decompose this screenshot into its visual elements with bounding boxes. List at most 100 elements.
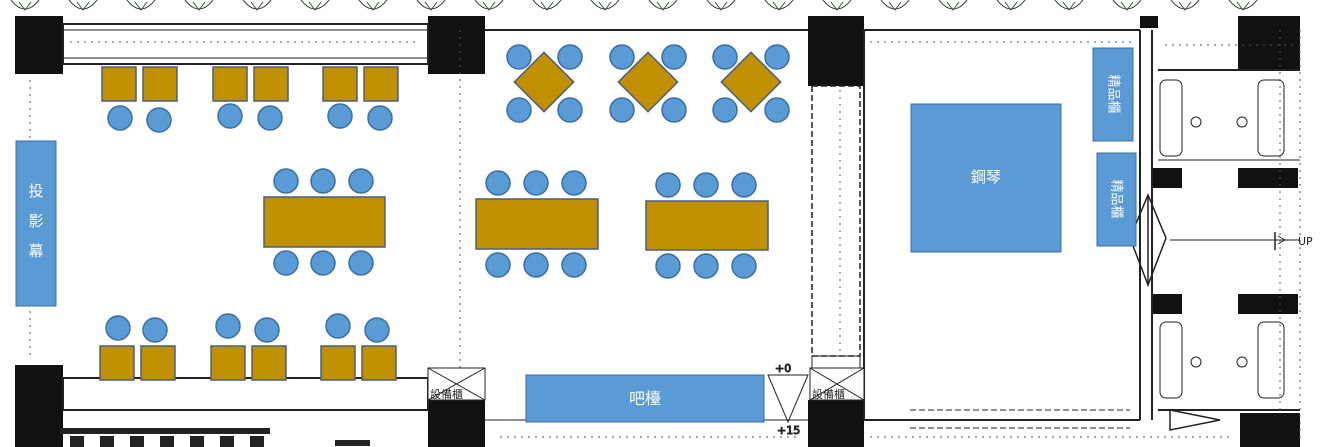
boutique-shelf-2: 精品櫃 <box>1096 152 1137 247</box>
leaf-icon <box>250 1 264 11</box>
chair-bottom-2 <box>142 317 168 343</box>
small-table-top-4 <box>253 66 289 102</box>
chair-long2-1 <box>485 170 511 196</box>
chair-long1-1 <box>273 168 299 194</box>
chair-top-1 <box>107 105 133 131</box>
chair-long2-5 <box>523 252 549 278</box>
small-table-top-3 <box>212 66 248 102</box>
small-table-bottom-3 <box>210 345 246 381</box>
chair-diamond-6 <box>661 44 687 70</box>
small-table-top-5 <box>322 66 358 102</box>
plant-icon <box>358 0 388 10</box>
small-table-top-1 <box>101 66 137 102</box>
long-table-3 <box>645 200 769 251</box>
bar-counter: 吧檯 <box>525 374 765 423</box>
leaf-icon <box>656 1 670 11</box>
leaf-icon <box>1178 1 1192 11</box>
level-plus0: +0 <box>775 362 791 375</box>
equipment-cabinet-1-label: 設備櫃 <box>430 387 463 401</box>
chair-long3-3 <box>731 172 757 198</box>
projection-screen: 投 影 幕 <box>15 140 57 307</box>
leaf-icon <box>888 1 902 11</box>
bottom-fixtures <box>60 428 370 447</box>
corridor <box>811 85 1130 429</box>
chair-bottom-5 <box>325 313 351 339</box>
chair-top-6 <box>367 105 393 131</box>
plant-icon <box>10 0 40 10</box>
chair-long1-4 <box>273 250 299 276</box>
chair-long2-6 <box>561 252 587 278</box>
plant-icon <box>1054 0 1084 10</box>
plant-icon <box>1112 0 1142 10</box>
leaf-icon <box>424 1 438 11</box>
diamond-table-3 <box>720 51 782 113</box>
long-table-2 <box>475 198 599 250</box>
screen-char-1: 投 <box>28 182 43 200</box>
chair-long1-5 <box>310 250 336 276</box>
small-table-top-2 <box>142 66 178 102</box>
chair-top-2 <box>146 107 172 133</box>
leaf-icon <box>482 1 496 11</box>
leaf-icon <box>1062 1 1076 11</box>
leaf-icon <box>830 1 844 11</box>
plant-icon <box>590 0 620 10</box>
chair-long1-2 <box>310 168 336 194</box>
leaf-icon <box>366 1 380 11</box>
leaf-icon <box>308 1 322 11</box>
plant-icon <box>1170 0 1200 10</box>
chairs <box>105 44 790 343</box>
plant-icon <box>764 0 794 10</box>
chair-long3-4 <box>655 253 681 279</box>
chair-diamond-5 <box>609 44 635 70</box>
screen-char-2: 影 <box>28 212 43 230</box>
plant-icon <box>416 0 446 10</box>
screen-char-3: 幕 <box>28 242 43 260</box>
walls <box>15 16 1300 447</box>
leaf-icon <box>134 1 148 11</box>
plant-icon <box>1228 0 1258 10</box>
leaf-icon <box>76 1 90 11</box>
long-table-1 <box>263 196 386 248</box>
plant-icon <box>938 0 968 10</box>
plant-icon <box>996 0 1026 10</box>
leaf-icon <box>540 1 554 11</box>
chair-top-3 <box>217 103 243 129</box>
plant-icon <box>184 0 214 10</box>
ramp: +0 +15 <box>767 362 809 438</box>
small-table-bottom-1 <box>99 345 135 381</box>
chair-diamond-9 <box>712 44 738 70</box>
plant-icon <box>300 0 330 10</box>
small-table-bottom-6 <box>361 345 397 381</box>
plant-icon <box>474 0 504 10</box>
chair-top-4 <box>257 105 283 131</box>
leaf-icon <box>1236 1 1250 11</box>
chair-diamond-12 <box>764 97 790 123</box>
tables <box>99 51 782 381</box>
chair-long2-2 <box>523 170 549 196</box>
plant-icon <box>68 0 98 10</box>
chair-long3-2 <box>693 172 719 198</box>
shelf-1-label: 精品櫃 <box>1106 74 1121 113</box>
chair-bottom-1 <box>105 315 131 341</box>
chair-diamond-1 <box>506 44 532 70</box>
plant-icon <box>822 0 852 10</box>
leaf-icon <box>1120 1 1134 11</box>
chair-long3-6 <box>731 253 757 279</box>
chair-long2-3 <box>561 170 587 196</box>
plant-icon <box>880 0 910 10</box>
chair-diamond-10 <box>764 44 790 70</box>
plant-icon <box>532 0 562 10</box>
leaf-icon <box>946 1 960 11</box>
small-table-bottom-4 <box>251 345 287 381</box>
shelf-2-label: 精品櫃 <box>1109 179 1124 218</box>
chair-top-5 <box>327 103 353 129</box>
chair-long1-3 <box>348 168 374 194</box>
leaf-icon <box>714 1 728 11</box>
leaf-icon <box>772 1 786 11</box>
chair-long3-5 <box>693 253 719 279</box>
diamond-table-1 <box>513 51 575 113</box>
plant-strip <box>0 0 1321 16</box>
plant-icon <box>706 0 736 10</box>
chair-diamond-11 <box>712 97 738 123</box>
equipment-cabinet-2-label: 設備櫃 <box>812 387 845 401</box>
